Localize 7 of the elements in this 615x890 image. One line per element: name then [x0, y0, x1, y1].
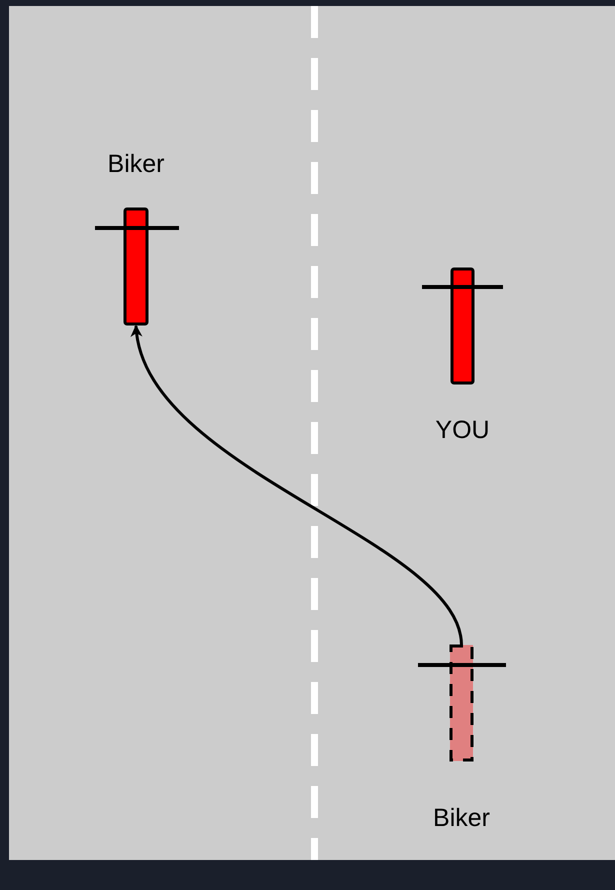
bike-label: Biker	[108, 152, 164, 177]
bike-symbol	[95, 208, 179, 325]
bike-symbol	[422, 268, 503, 384]
bike-symbol	[418, 645, 506, 761]
bike-label: YOU	[435, 418, 490, 443]
bike-label: Biker	[433, 806, 490, 831]
arrow	[132, 324, 463, 646]
